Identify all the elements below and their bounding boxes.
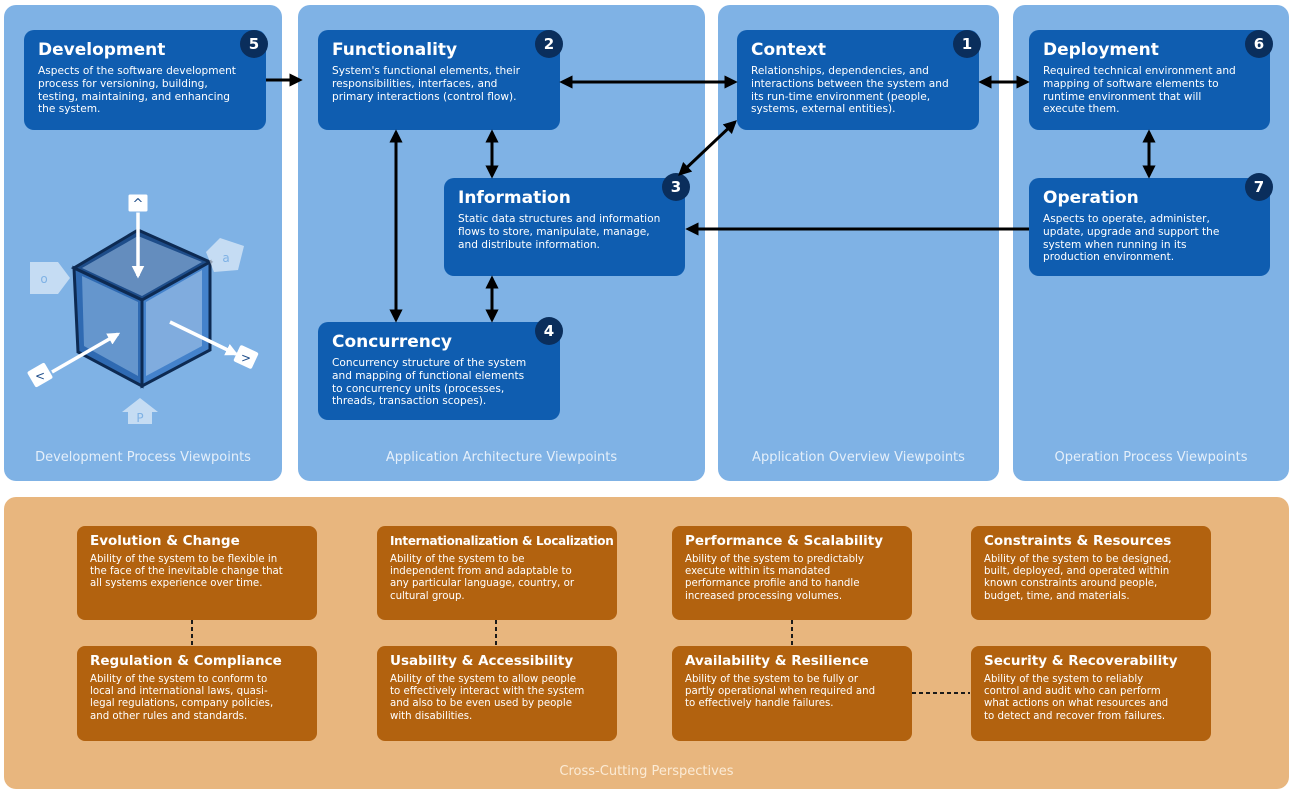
viewpoint-number-badge: 5 xyxy=(240,30,268,58)
perspective-i18n[interactable]: Internationalization & Localization Abil… xyxy=(377,526,617,620)
perspective-regulation[interactable]: Regulation & Compliance Ability of the s… xyxy=(77,646,317,741)
faded-left-marker: o xyxy=(30,262,70,294)
perspective-title: Constraints & Resources xyxy=(984,533,1172,549)
perspective-description: Ability of the system to reliably contro… xyxy=(984,674,1169,722)
arrow-context-information xyxy=(678,120,737,176)
perspective-availability[interactable]: Availability & Resilience Ability of the… xyxy=(672,646,912,741)
viewpoint-information[interactable]: Information Static data structures and i… xyxy=(444,178,685,276)
perspective-evolution[interactable]: Evolution & Change Ability of the system… xyxy=(77,526,317,620)
viewpoint-description: Aspects of the software development proc… xyxy=(38,65,236,116)
viewpoint-description: Concurrency structure of the system and … xyxy=(332,357,527,408)
perspectives-label: Cross-Cutting Perspectives xyxy=(559,764,734,779)
viewpoint-number-badge: 2 xyxy=(535,30,563,58)
perspective-title: Internationalization & Localization xyxy=(390,534,614,548)
panel-label-development-process: Development Process Viewpoints xyxy=(35,450,251,465)
viewpoint-description: Static data structures and information f… xyxy=(458,213,661,251)
viewpoint-number-badge: 6 xyxy=(1245,30,1273,58)
viewpoint-functionality[interactable]: Functionality System's functional elemen… xyxy=(318,30,560,130)
perspective-security[interactable]: Security & Recoverability Ability of the… xyxy=(971,646,1211,741)
viewpoint-title: Functionality xyxy=(332,40,458,60)
faded-right-glyph: a xyxy=(222,251,229,265)
viewpoint-context[interactable]: Context Relationships, dependencies, and… xyxy=(737,30,979,130)
perspective-title: Regulation & Compliance xyxy=(90,653,282,669)
viewpoint-concurrency[interactable]: Concurrency Concurrency structure of the… xyxy=(318,322,560,420)
cube-glyph-right: > xyxy=(241,351,251,365)
perspective-description: Ability of the system to predictably exe… xyxy=(685,554,864,602)
cube-illustration: o a P ^ < > xyxy=(27,193,259,425)
viewpoint-number-badge: 1 xyxy=(953,30,981,58)
viewpoint-title: Concurrency xyxy=(332,332,452,352)
perspective-constraints[interactable]: Constraints & Resources Ability of the s… xyxy=(971,526,1211,620)
perspective-description: Ability of the system to be independent … xyxy=(390,554,575,602)
cube-glyph-left: < xyxy=(35,369,45,383)
viewpoint-number-badge: 4 xyxy=(535,317,563,345)
faded-bottom-glyph: P xyxy=(136,411,143,425)
perspective-title: Usability & Accessibility xyxy=(390,653,574,669)
viewpoint-deployment[interactable]: Deployment Required technical environmen… xyxy=(1029,30,1270,130)
perspective-description: Ability of the system to be designed, bu… xyxy=(984,554,1172,602)
viewpoint-development[interactable]: Development Aspects of the software deve… xyxy=(24,30,266,130)
faded-left-glyph: o xyxy=(40,272,47,286)
cube-glyph-top: ^ xyxy=(133,197,144,212)
perspective-description: Ability of the system to allow people to… xyxy=(390,674,585,722)
viewpoint-number-badge: 7 xyxy=(1245,173,1273,201)
perspective-description: Ability of the system to be flexible in … xyxy=(90,554,283,590)
perspective-description: Ability of the system to be fully or par… xyxy=(685,674,876,710)
viewpoint-title: Development xyxy=(38,40,166,60)
panel-label-operation-process: Operation Process Viewpoints xyxy=(1054,450,1248,465)
faded-bottom-marker: P xyxy=(122,398,158,425)
panel-label-application-architecture: Application Architecture Viewpoints xyxy=(385,450,618,465)
viewpoint-title: Operation xyxy=(1043,188,1139,208)
viewpoint-title: Deployment xyxy=(1043,40,1159,60)
viewpoint-connectors: o a P ^ < > xyxy=(27,73,1156,425)
perspective-title: Availability & Resilience xyxy=(685,653,869,669)
perspective-performance[interactable]: Performance & Scalability Ability of the… xyxy=(672,526,912,620)
viewpoint-title: Information xyxy=(458,188,571,208)
cube-arrow-right xyxy=(169,320,239,356)
perspective-usability[interactable]: Usability & Accessibility Ability of the… xyxy=(377,646,617,741)
viewpoint-description: Relationships, dependencies, and interac… xyxy=(751,65,949,116)
perspective-title: Security & Recoverability xyxy=(984,653,1178,669)
viewpoint-description: System's functional elements, their resp… xyxy=(332,65,521,103)
viewpoint-description: Aspects to operate, administer, update, … xyxy=(1043,213,1220,264)
panel-label-application-overview: Application Overview Viewpoints xyxy=(752,450,965,465)
faded-right-marker: a xyxy=(206,238,244,272)
perspective-title: Evolution & Change xyxy=(90,533,240,549)
viewpoint-operation[interactable]: Operation Aspects to operate, administer… xyxy=(1029,178,1270,276)
perspective-description: Ability of the system to conform to loca… xyxy=(90,674,274,722)
viewpoint-number-badge: 3 xyxy=(662,173,690,201)
cube-arrow-left xyxy=(51,332,121,374)
viewpoint-title: Context xyxy=(751,40,827,60)
perspective-title: Performance & Scalability xyxy=(685,533,884,549)
viewpoint-description: Required technical environment and mappi… xyxy=(1043,65,1236,116)
